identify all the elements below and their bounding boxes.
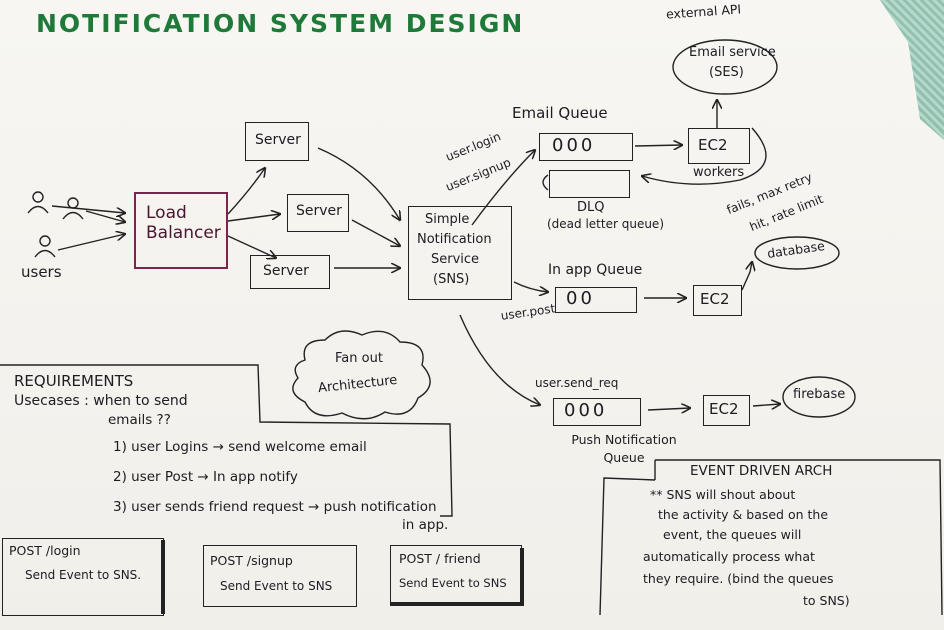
requirement-item-3: 3) user sends friend request → push noti… — [113, 499, 437, 515]
server-label: Server — [255, 132, 301, 148]
email-queue-slots: 000 — [552, 135, 596, 156]
sns-line-4: (SNS) — [433, 272, 470, 287]
email-service-line-1: Email service — [689, 45, 776, 60]
load-balancer: Load Balancer — [134, 192, 228, 269]
api-box-friend: POST / friend Send Event to SNS — [390, 545, 522, 604]
inapp-queue-box: 00 — [555, 287, 637, 313]
ec2-inapp-label: EC2 — [700, 290, 730, 308]
arrow-ec2-database — [741, 262, 752, 291]
sns-box: Simple Notification Service (SNS) — [408, 206, 512, 300]
push-queue-label: Push Notification Queue — [571, 432, 677, 465]
api-desc: Send Event to SNS — [399, 576, 507, 590]
requirements-heading: REQUIREMENTS — [14, 372, 134, 390]
email-queue-box: 000 — [539, 133, 633, 161]
arrow-user-lb — [51, 205, 125, 213]
api-method: POST /signup — [210, 553, 293, 568]
email-service-oval — [672, 39, 778, 95]
push-queue-box: 000 — [553, 398, 641, 426]
ec2-email-box: EC2 — [688, 128, 750, 164]
event-driven-line-5: they require. (bind the queues — [643, 571, 834, 586]
api-desc: Send Event to SNS — [220, 579, 333, 593]
database-oval — [754, 236, 840, 270]
sns-line-2: Notification — [417, 232, 492, 247]
sns-line-1: Simple — [425, 212, 470, 227]
requirements-outline — [0, 364, 453, 517]
arrow-lb-server1 — [227, 168, 265, 215]
dlq-label: DLQ — [577, 200, 605, 215]
fanout-line-1: Fan out — [335, 351, 383, 366]
api-method: POST / friend — [399, 551, 481, 566]
firebase-label: firebase — [793, 387, 846, 402]
server-box-2: Server — [287, 194, 349, 232]
event-driven-heading: EVENT DRIVEN ARCH — [690, 463, 833, 479]
arrow-user-lb — [85, 210, 125, 222]
load-balancer-label: Load Balancer — [146, 203, 221, 243]
server-label: Server — [263, 263, 309, 279]
sns-line-3: Service — [431, 252, 480, 267]
inapp-queue-label: In app Queue — [548, 262, 643, 278]
user-icon — [34, 235, 56, 258]
server-box-3: Server — [250, 255, 330, 289]
event-driven-outline — [599, 459, 943, 616]
requirements-usecases-2: emails ?? — [108, 412, 171, 428]
event-send-req: user.send_req — [535, 376, 619, 390]
ec2-inapp-box: EC2 — [693, 285, 742, 316]
email-queue-label: Email Queue — [512, 104, 608, 122]
requirement-item-2: 2) user Post → In app notify — [113, 469, 298, 485]
email-service-line-2: (SES) — [709, 65, 744, 80]
dlq-bracket — [542, 174, 549, 191]
api-method: POST /login — [9, 543, 81, 558]
event-driven-line-3: event, the queues will — [663, 527, 802, 542]
arrow-server1-sns — [317, 147, 400, 220]
event-driven-line-2: the activity & based on the — [658, 507, 829, 522]
arrow-lb-server3 — [227, 235, 276, 258]
event-driven-line-4: automatically process what — [643, 549, 815, 564]
requirements-usecases: Usecases : when to send — [14, 393, 188, 409]
ec2-email-label: EC2 — [698, 136, 728, 154]
fanout-cloud — [292, 330, 431, 420]
ec2-push-box: EC2 — [703, 395, 750, 426]
ec2-push-label: EC2 — [709, 400, 739, 418]
dlq-box — [549, 170, 630, 198]
api-box-login: POST /login Send Event to SNS. — [2, 538, 164, 616]
workers-label: workers — [693, 165, 745, 180]
arrow-server2-sns — [351, 219, 400, 246]
dlq-sub: (dead letter queue) — [547, 217, 664, 231]
server-box-1: Server — [245, 122, 309, 161]
arrow-user-lb — [57, 234, 125, 251]
arrow-ec2-firebase — [752, 404, 780, 406]
requirement-item-1: 1) user Logins → send welcome email — [113, 439, 367, 455]
arrow-retry-dlq — [642, 127, 767, 185]
event-driven-line-1: ** SNS will shout about — [650, 487, 796, 502]
users-label: users — [21, 263, 62, 281]
load-balancer-text: Load Balancer — [146, 203, 221, 243]
arrow-emailq-ec2 — [634, 145, 682, 146]
user-icon — [27, 191, 49, 214]
push-queue-slots: 000 — [564, 400, 608, 421]
firebase-oval — [782, 376, 856, 418]
requirement-item-3b: in app. — [402, 517, 449, 533]
server-label: Server — [296, 203, 342, 219]
arrow-lb-server2 — [227, 214, 280, 222]
arrow-sns-email — [471, 150, 535, 226]
arrow-sns-inapp — [513, 281, 548, 292]
arrow-sns-push — [459, 314, 540, 405]
api-box-signup: POST /signup Send Event to SNS — [203, 545, 357, 607]
event-driven-line-6: to SNS) — [803, 593, 850, 608]
inapp-queue-slots: 00 — [566, 288, 595, 309]
arrow-pushq-ec2 — [647, 408, 690, 410]
api-desc: Send Event to SNS. — [25, 568, 142, 582]
page-title: NOTIFICATION SYSTEM DESIGN — [36, 9, 525, 38]
